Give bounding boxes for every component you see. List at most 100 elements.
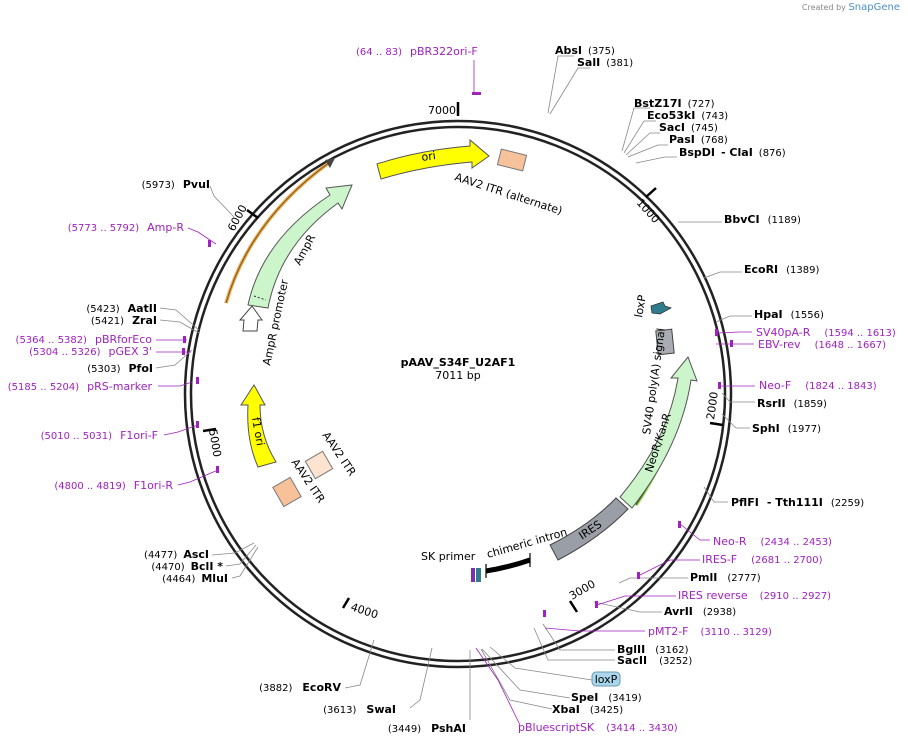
svg-text:(5423)AatII: (5423)AatII	[86, 302, 157, 315]
enzyme-xbai[interactable]: XbaI	[552, 703, 580, 716]
marker-ires-reverse	[595, 601, 598, 608]
primer-f1ori-r[interactable]: F1ori-R	[134, 479, 174, 492]
svg-text:IRES reverse(2910 .. 2927): IRES reverse(2910 .. 2927)	[678, 589, 831, 602]
svg-text:SacI(745): SacI(745)	[659, 121, 718, 134]
leader-sv40pa-r	[716, 331, 752, 334]
enzyme-ecori[interactable]: EcoRI	[744, 263, 778, 276]
primer-pgex3[interactable]: pGEX 3'	[108, 345, 152, 358]
enzyme-eco53ki[interactable]: Eco53kI	[647, 109, 695, 122]
tick-label-1000: 1000	[634, 196, 662, 226]
ampr-promoter-arrow[interactable]	[238, 305, 263, 332]
primer-f1ori-f[interactable]: F1ori-F	[120, 429, 158, 442]
enzyme-sphi-pos: (1977)	[788, 424, 821, 435]
enzyme-bcli[interactable]: BclI *	[191, 560, 224, 573]
ires-arrow[interactable]	[549, 497, 629, 561]
primer-pbluescriptsk[interactable]: pBluescriptSK	[518, 721, 595, 734]
enzyme-zrai[interactable]: ZraI	[132, 314, 157, 327]
primer-pbrforeco[interactable]: pBRforEco	[95, 333, 152, 346]
marker-pbr322ori-f	[472, 92, 481, 95]
primer-f1ori-r-range: (4800 .. 4819)	[54, 481, 126, 492]
sv40-polya-box[interactable]	[655, 328, 675, 356]
tick-2000	[709, 421, 724, 427]
enzyme-pmli[interactable]: PmlI	[690, 571, 717, 584]
svg-text:Neo-F(1824 .. 1843): Neo-F(1824 .. 1843)	[759, 379, 877, 392]
primer-neo-r-range: (2434 .. 2453)	[761, 537, 833, 548]
loxp-marker-bottom[interactable]	[476, 568, 481, 582]
enzyme-sali[interactable]: SalI	[577, 56, 600, 69]
primer-ires-reverse[interactable]: IRES reverse	[678, 589, 748, 602]
ampr-arrow[interactable]	[247, 184, 353, 309]
enzyme-bspdi-pos: (876)	[759, 148, 786, 159]
svg-text:EcoRI(1389): EcoRI(1389)	[744, 263, 820, 276]
f1-ori-arrow[interactable]	[240, 384, 277, 468]
enzyme-saci[interactable]: SacI	[659, 121, 685, 134]
enzyme-clai[interactable]: - ClaI	[721, 146, 753, 159]
primer-pmt2-f[interactable]: pMT2-F	[648, 625, 689, 638]
plasmid-size: 7011 bp	[435, 369, 480, 382]
sk-primer-marker[interactable]	[471, 568, 475, 582]
enzyme-bspdi[interactable]: BspDI	[679, 146, 715, 159]
primer-pbr322ori-f[interactable]: pBR322ori-F	[410, 45, 478, 58]
neor-kanr-arrow[interactable]	[619, 356, 698, 509]
enzyme-rsrii[interactable]: RsrII	[757, 397, 786, 410]
primer-sv40pa-r[interactable]: SV40pA-R	[756, 326, 811, 339]
primer-neo-r[interactable]: Neo-R	[713, 535, 747, 548]
enzyme-swai[interactable]: SwaI	[366, 703, 396, 716]
aav2-itr-box-1[interactable]	[272, 476, 302, 508]
enzyme-pasi[interactable]: PasI	[669, 133, 695, 146]
enzyme-pfoi[interactable]: PfoI	[129, 362, 154, 375]
enzyme-hpai[interactable]: HpaI	[754, 308, 783, 321]
svg-text:(5773 .. 5792)Amp-R: (5773 .. 5792) Amp-R	[68, 221, 185, 234]
enzyme-asci[interactable]: AscI	[183, 548, 209, 561]
leader-asci	[211, 542, 255, 556]
primer-f1ori-f-range: (5010 .. 5031)	[41, 431, 113, 442]
ori-arrow[interactable]	[376, 138, 490, 180]
enzyme-pflfi[interactable]: PflFI	[731, 496, 759, 509]
primer-ires-f[interactable]: IRES-F	[702, 553, 737, 566]
primer-neo-f[interactable]: Neo-F	[759, 379, 791, 392]
enzyme-pflfi-pos: (2259)	[831, 498, 864, 509]
marker-neo-f	[718, 382, 721, 389]
tick-label-4000: 4000	[349, 600, 380, 621]
primer-pgex3-range: (5304 .. 5326)	[29, 347, 101, 358]
aav2-itr-alt-box[interactable]	[496, 148, 528, 172]
leader-bglii	[542, 623, 615, 651]
enzyme-absi[interactable]: AbsI	[555, 44, 582, 57]
enzyme-aatii[interactable]: AatII	[128, 302, 157, 315]
enzyme-sacii[interactable]: SacII	[617, 654, 647, 667]
loxp-arrow-right[interactable]	[650, 301, 672, 315]
primer-prs-marker[interactable]: pRS-marker	[87, 380, 152, 393]
enzyme-avrii[interactable]: AvrII	[664, 605, 693, 618]
enzyme-bbvci[interactable]: BbvCI	[724, 213, 760, 226]
svg-text:PflFI- Tth111I(2259): PflFI - Tth111I (2259)	[731, 496, 864, 509]
primer-ebv-rev[interactable]: EBV-rev	[758, 338, 801, 351]
aav2-itr-box-2[interactable]	[304, 450, 334, 480]
svg-text:AbsI(375): AbsI(375)	[555, 44, 615, 57]
enzyme-pshai[interactable]: PshAI	[431, 722, 466, 735]
svg-text:AvrII(2938): AvrII(2938)	[664, 605, 736, 618]
enzyme-bstz17i[interactable]: BstZ17I	[634, 97, 682, 110]
enzyme-ecorv[interactable]: EcoRV	[302, 681, 341, 694]
svg-text:EBV-rev(1648 .. 1667): EBV-rev(1648 .. 1667)	[758, 338, 886, 351]
enzyme-ecorv-pos: (3882)	[259, 683, 292, 694]
enzyme-sphi[interactable]: SphI	[752, 422, 780, 435]
plasmid-name: pAAV_S34F_U2AF1	[401, 356, 516, 369]
enzyme-pvui[interactable]: PvuI	[183, 178, 210, 191]
primer-amp-r-range: (5773 .. 5792)	[68, 223, 140, 234]
primer-amp-r[interactable]: Amp-R	[147, 221, 184, 234]
enzyme-tth111i[interactable]: - Tth111I	[767, 496, 823, 509]
ori-label: ori	[421, 149, 437, 164]
enzyme-pshai-pos: (3449)	[388, 724, 421, 735]
primer-sv40pa-r-range: (1594 .. 1613)	[824, 328, 896, 339]
tick-label-2000: 2000	[704, 391, 721, 421]
enzyme-bbvci-pos: (1189)	[768, 215, 801, 226]
loxp-badge[interactable]	[591, 671, 621, 687]
enzyme-mlui-pos: (4464)	[162, 574, 195, 585]
enzyme-bglii[interactable]: BglII	[617, 643, 645, 656]
svg-text:SphI(1977): SphI (1977)	[752, 422, 821, 435]
enzyme-mlui[interactable]: MluI	[201, 572, 228, 585]
enzyme-bcli-pos: (4470)	[151, 562, 184, 573]
chimeric-intron-bar[interactable]	[485, 557, 531, 574]
enzyme-spei[interactable]: SpeI	[571, 691, 598, 704]
